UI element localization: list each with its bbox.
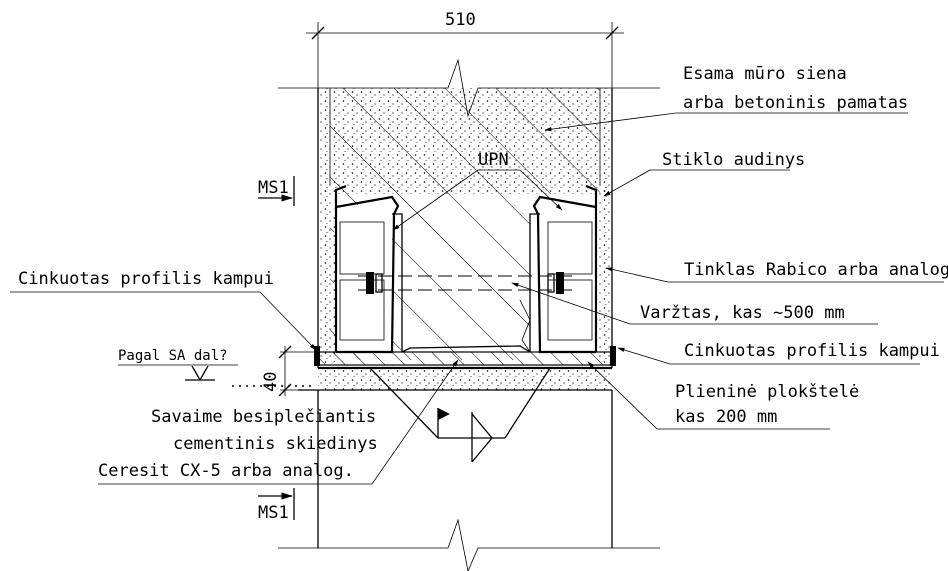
corner-profile-right-label: Cinkuotas profilis kampui <box>684 341 940 361</box>
grout-label-line1: Savaime besiplečiantis <box>151 407 376 427</box>
dimension-height-label: 40 <box>261 372 281 392</box>
bolt-assembly <box>358 272 572 294</box>
callout-glass-fabric: Stiklo audinys <box>603 150 805 197</box>
section-mark-top: MS1 <box>258 176 295 206</box>
grout-label-line3: Ceresit CX-5 arba analog. <box>98 461 354 481</box>
level-label: Pagal SA dal? <box>118 348 228 364</box>
bolt-label: Varžtas, kas ~500 mm <box>640 303 845 323</box>
lower-wall <box>278 390 660 571</box>
upn-label: UPN <box>478 150 509 170</box>
ms1-top-label: MS1 <box>258 178 289 198</box>
callout-wall: Esama mūro siena arba betoninis pamatas <box>544 64 908 132</box>
upn-channel-right <box>529 184 598 354</box>
callout-steel-plate: Plieninė plokštelė kas 200 mm <box>587 361 859 430</box>
dimension-height: 40 <box>261 345 318 397</box>
dimension-width: 510 <box>306 10 624 90</box>
wall-label-line1: Esama mūro siena <box>683 64 847 84</box>
callout-upn: UPN <box>392 150 563 231</box>
mesh-label: Tinklas Rabico arba analog. <box>684 260 948 280</box>
wall-label-line2: arba betoninis pamatas <box>683 93 908 113</box>
steel-plate-label-line1: Plieninė plokštelė <box>675 382 859 402</box>
callout-mesh: Tinklas Rabico arba analog. <box>605 260 948 283</box>
callout-corner-profile-left: Cinkuotas profilis kampui <box>10 269 317 351</box>
callout-grout: Savaime besiplečiantis cementinis skiedi… <box>98 359 459 485</box>
glass-fabric-label: Stiklo audinys <box>662 150 805 170</box>
central-void <box>401 214 531 353</box>
steel-plate-and-grout <box>298 345 613 391</box>
dimension-width-label: 510 <box>445 10 476 30</box>
steel-plate-label-line2: kas 200 mm <box>675 407 777 427</box>
section-mark-bottom: MS1 <box>258 488 295 523</box>
callout-corner-profile-right: Cinkuotas profilis kampui <box>617 341 940 365</box>
corner-profile-right-mark <box>610 346 616 366</box>
corner-profile-left-label: Cinkuotas profilis kampui <box>18 269 274 289</box>
corner-profile-left-mark <box>314 346 320 366</box>
level-mark: Pagal SA dal? <box>118 348 312 387</box>
grout-label-line2: cementinis skiedinys <box>173 434 378 454</box>
weld-symbol <box>369 367 551 463</box>
ms1-bottom-label: MS1 <box>258 503 289 523</box>
callout-bolt: Varžtas, kas ~500 mm <box>511 282 878 325</box>
